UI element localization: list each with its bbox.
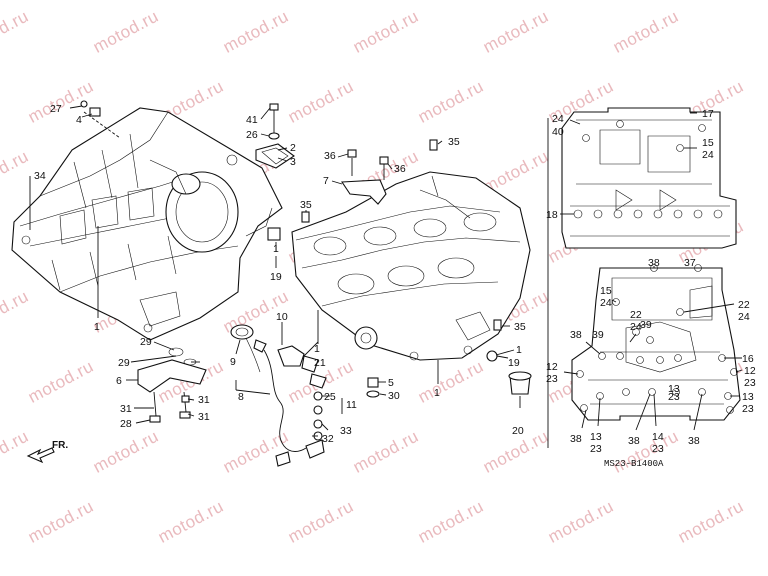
callout-40: 40 [552, 126, 564, 138]
callout-15: 15 [600, 285, 612, 297]
callout-1: 1 [94, 321, 100, 333]
callout-32: 32 [322, 433, 334, 445]
callout-35: 35 [514, 321, 526, 333]
callout-41: 41 [246, 114, 258, 126]
callout-22: 22 [630, 309, 642, 321]
callout-36: 36 [324, 150, 336, 162]
callout-24: 24 [552, 113, 564, 125]
callout-1: 1 [516, 344, 522, 356]
direction-label: FR. [52, 440, 68, 451]
callout-23: 23 [742, 403, 754, 415]
callout-38: 38 [628, 435, 640, 447]
callout-28: 28 [120, 418, 132, 430]
crankcase-top-view-drawing [561, 107, 737, 249]
callout-12: 12 [546, 361, 558, 373]
callout-23: 23 [590, 443, 602, 455]
callout-33: 33 [340, 425, 352, 437]
callout-23: 23 [652, 443, 664, 455]
callout-1: 1 [314, 343, 320, 355]
callout-24: 24 [738, 311, 750, 323]
callout-1: 1 [434, 387, 440, 399]
callout-23: 23 [744, 377, 756, 389]
callout-31: 31 [198, 411, 210, 423]
callout-24: 24 [600, 297, 612, 309]
bracket-assembly-drawing [137, 347, 207, 423]
callout-11: 11 [346, 399, 357, 411]
lower-crankcase-drawing [267, 139, 532, 398]
callout-numbers: 27 4 34 1 41 26 2 3 36 36 7 35 35 1 19 2… [34, 103, 756, 469]
callout-20: 20 [512, 425, 524, 437]
callout-18: 18 [546, 209, 558, 221]
callout-37: 37 [684, 257, 696, 269]
callout-39: 39 [592, 329, 604, 341]
callout-4: 4 [76, 114, 82, 126]
callout-35: 35 [448, 136, 460, 148]
callout-10: 10 [276, 311, 288, 323]
diagram-code: MS23-B1400A [604, 459, 664, 469]
callout-39: 39 [640, 319, 652, 331]
callout-29: 29 [118, 357, 130, 369]
callout-3: 3 [290, 156, 296, 168]
callout-13: 13 [590, 431, 602, 443]
callout-29: 29 [140, 336, 152, 348]
callout-38: 38 [688, 435, 700, 447]
callout-27: 27 [50, 103, 62, 115]
callout-12: 12 [744, 365, 756, 377]
callout-14: 14 [652, 431, 664, 443]
crankcase-bottom-view-drawing [571, 264, 741, 421]
callout-13: 13 [668, 383, 680, 395]
callout-23: 23 [668, 391, 680, 403]
callout-21: 21 [314, 357, 326, 369]
callout-23: 23 [546, 373, 558, 385]
callout-34: 34 [34, 170, 46, 182]
callout-31: 31 [120, 403, 132, 415]
callout-2: 2 [290, 142, 296, 154]
callout-5: 5 [388, 377, 394, 389]
callout-24: 24 [630, 321, 642, 333]
callout-22: 22 [738, 299, 750, 311]
callout-38: 38 [570, 433, 582, 445]
callout-19: 19 [270, 271, 282, 283]
callout-38: 38 [648, 257, 660, 269]
callout-19: 19 [508, 357, 520, 369]
callout-16: 16 [742, 353, 754, 365]
leader-lines [29, 105, 743, 437]
callout-25: 25 [324, 391, 336, 403]
callout-38: 38 [570, 329, 582, 341]
callout-6: 6 [116, 375, 122, 387]
front-direction-arrow: FR. [26, 440, 68, 464]
callout-15: 15 [702, 137, 714, 149]
callout-13: 13 [742, 391, 754, 403]
upper-crankcase-drawing [11, 100, 283, 341]
top-view-bolt-row [573, 120, 723, 219]
callout-24: 24 [702, 149, 714, 161]
callout-35: 35 [300, 199, 312, 211]
callout-26: 26 [246, 129, 258, 141]
callout-36: 36 [394, 163, 406, 175]
callout-9: 9 [230, 356, 236, 368]
bottom-view-bolt-points [576, 264, 738, 414]
callout-8: 8 [238, 391, 244, 403]
callout-30: 30 [388, 390, 400, 402]
callout-31: 31 [198, 394, 210, 406]
callout-7: 7 [323, 175, 329, 187]
callout-1: 1 [273, 243, 279, 255]
breather-cover-drawing [255, 103, 295, 169]
callout-17: 17 [702, 108, 714, 120]
sensor-harness-drawing [230, 324, 327, 467]
